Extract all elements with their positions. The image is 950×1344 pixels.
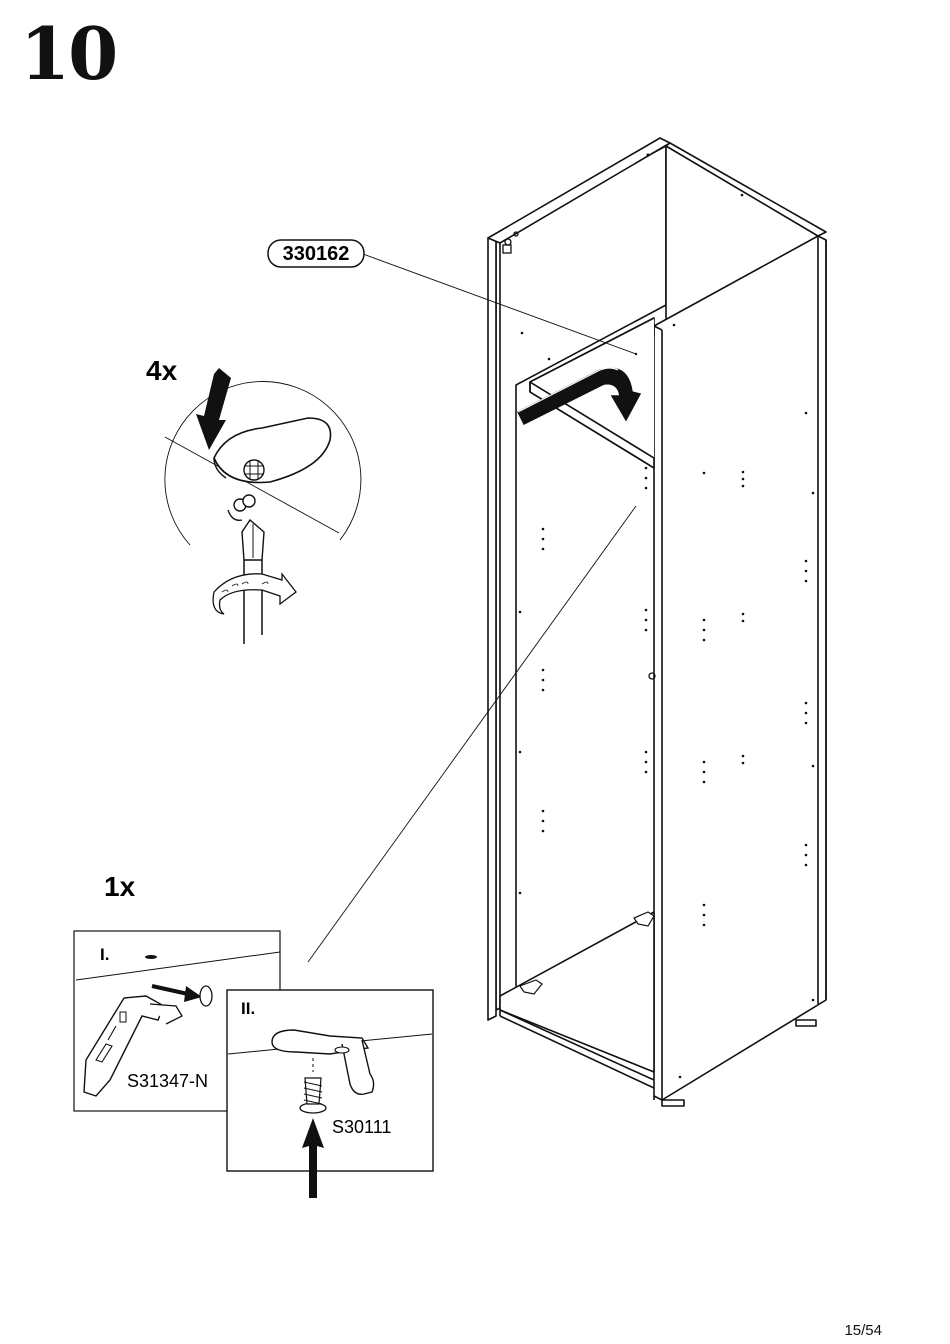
stage-two-label: II. <box>241 999 255 1018</box>
part-code-label: 330162 <box>283 243 350 265</box>
stage-two-part-code: S30111 <box>332 1117 391 1137</box>
connector-detail: 4x <box>146 355 361 644</box>
stage-two-box <box>227 990 433 1171</box>
leg-detail: 1x I. S31347-N II. S30111 <box>74 871 433 1198</box>
page-number: 15/54 <box>844 1322 882 1339</box>
cabinet-carcass <box>488 138 826 1106</box>
stage-one-label: I. <box>100 945 109 964</box>
connector-quantity: 4x <box>146 355 178 386</box>
leg-quantity: 1x <box>104 871 136 902</box>
stage-one-part-code: S31347-N <box>127 1071 208 1091</box>
part-code-callout: 330162 <box>268 240 364 267</box>
